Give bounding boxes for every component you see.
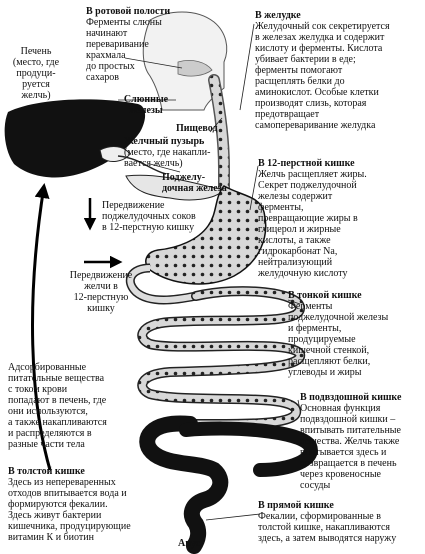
anus-text: Анус bbox=[178, 538, 201, 549]
ileum-label: В подвздошной кишке Основная функция под… bbox=[300, 392, 422, 491]
pancreas-shape bbox=[125, 174, 226, 201]
absorbed-label: Адсорбированные питательные вещества с т… bbox=[8, 362, 142, 450]
stomach-label: В желудке Желудочный сок секретируется в… bbox=[255, 10, 423, 131]
mouth-heading: В ротовой полости bbox=[86, 6, 171, 17]
gallbladder-text: (место, где накапли- вается желчь) bbox=[124, 147, 211, 169]
ileum-text: Основная функция подвздошной кишки – впи… bbox=[300, 403, 401, 491]
stomach-heading: В желудке bbox=[255, 10, 301, 21]
esophagus-text: Пищевод bbox=[176, 123, 218, 134]
gallbladder-heading: Желчный пузырь bbox=[124, 136, 205, 147]
small-intestine-label: В тонкой кишке Ферменты поджелудочной же… bbox=[288, 290, 422, 378]
rectum-text: Фекалии, сформированные в толстой кишке,… bbox=[258, 511, 397, 544]
colon-label: В толстой кишке Здесь из непереваренных … bbox=[8, 466, 168, 543]
gallbladder-label: Желчный пузырь (место, где накапли- вает… bbox=[124, 136, 234, 169]
liver-label: Печень (место, где продуци- руется желчь… bbox=[2, 46, 70, 101]
small-intestine-text: Ферменты поджелудочной железы и ферменты… bbox=[288, 301, 389, 378]
duodenum-label: В 12-перстной кишке Желчь расщепляет жир… bbox=[258, 158, 422, 279]
small-intestine-heading: В тонкой кишке bbox=[288, 290, 362, 301]
blood-to-liver-arrow bbox=[31, 183, 52, 471]
pancreatic-flow-label: Передвижение поджелудочных соков в 12-пе… bbox=[102, 200, 232, 233]
duodenum-heading: В 12-перстной кишке bbox=[258, 158, 355, 169]
gallbladder-shape bbox=[99, 146, 131, 162]
salivary-text: Слюнные железы bbox=[123, 94, 169, 116]
pancreas-text: Поджелу- дочная железа bbox=[162, 172, 227, 194]
stomach-text: Желудочный сок секретируется в железах ж… bbox=[255, 21, 390, 131]
rectum-label: В прямой кишке Фекалии, сформированные в… bbox=[258, 500, 422, 544]
stomach-shape bbox=[145, 185, 267, 285]
bile-flow-text: Передвижение желчи в 12-перстную кишку bbox=[69, 270, 133, 314]
anus-label: Анус bbox=[178, 538, 218, 549]
ileum-heading: В подвздошной кишке bbox=[300, 392, 402, 403]
bile-flow-label: Передвижение желчи в 12-перстную кишку bbox=[62, 270, 140, 314]
salivary-label: Слюнные железы bbox=[118, 94, 174, 116]
absorbed-text: Адсорбированные питательные вещества с т… bbox=[8, 362, 107, 450]
mouth-label: В ротовой полости Ферменты слюны начинаю… bbox=[86, 6, 196, 83]
pancreatic-flow-text: Передвижение поджелудочных соков в 12-пе… bbox=[102, 200, 196, 233]
mouth-text: Ферменты слюны начинают переваривание кр… bbox=[86, 17, 162, 83]
colon-heading: В толстой кишке bbox=[8, 466, 85, 477]
liver-text: Печень (место, где продуци- руется желчь… bbox=[12, 46, 60, 101]
colon-dark bbox=[179, 421, 318, 477]
rectum-heading: В прямой кишке bbox=[258, 500, 334, 511]
large-intestine-shape bbox=[139, 415, 229, 554]
esophagus-label: Пищевод bbox=[176, 123, 236, 134]
mouth-cavity bbox=[177, 60, 213, 77]
duodenum-text: Желчь расщепляет жиры. Секрет поджелудоч… bbox=[258, 169, 367, 279]
colon-text: Здесь из непереваренных отходов впитывае… bbox=[8, 477, 131, 543]
pancreas-label: Поджелу- дочная железа bbox=[162, 172, 248, 194]
